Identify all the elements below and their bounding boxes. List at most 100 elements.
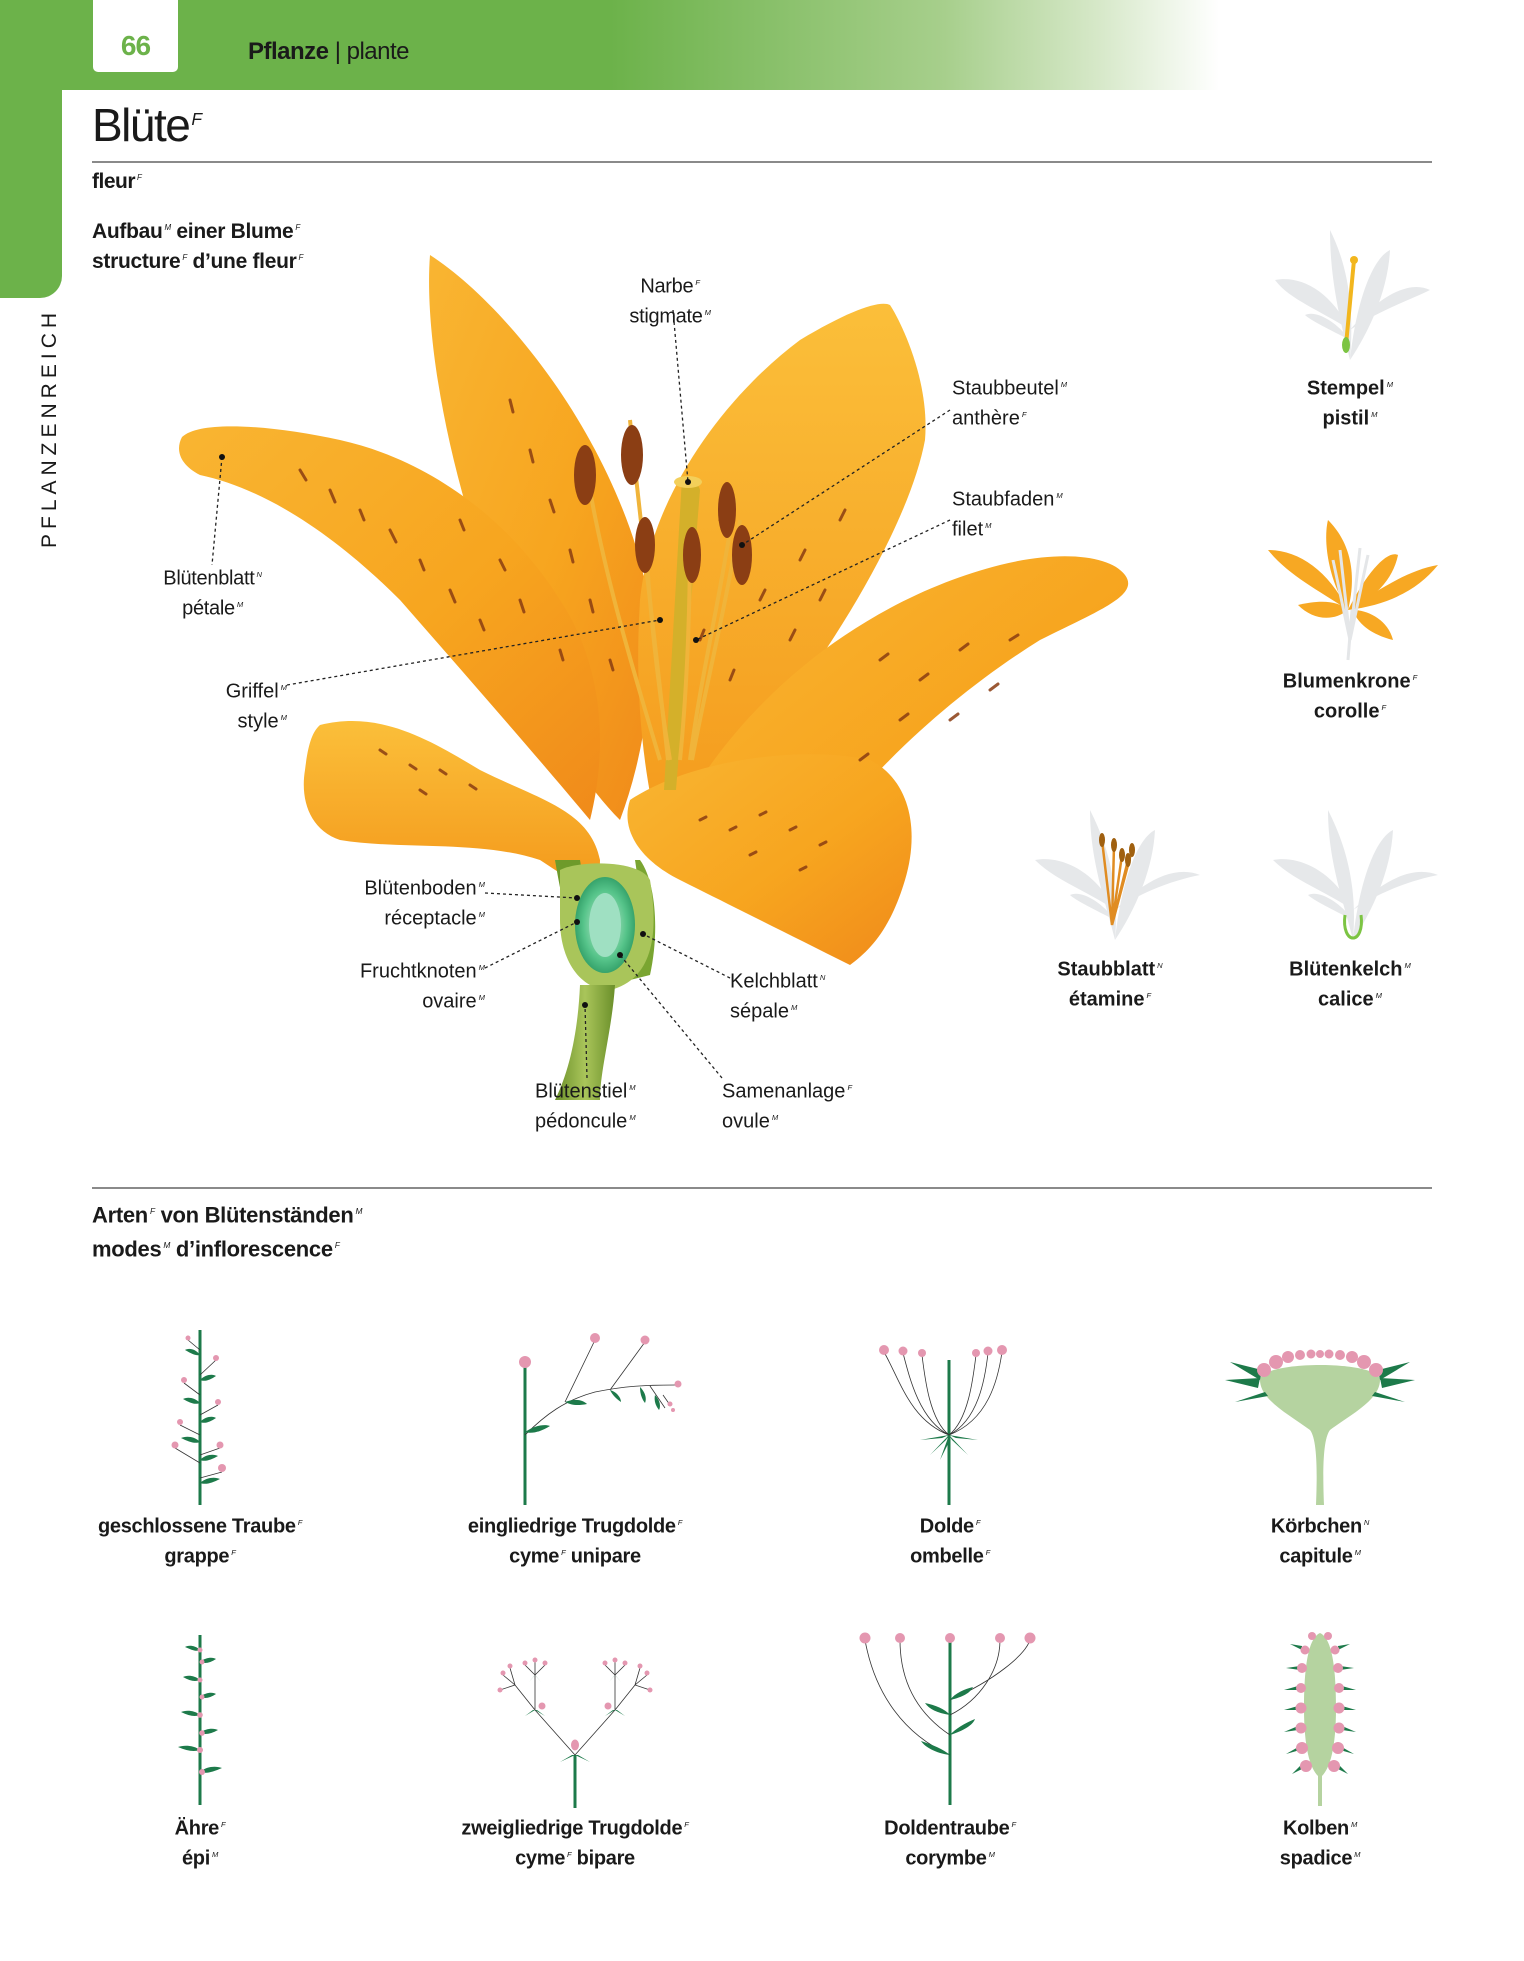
corolla-flower-icon (1268, 520, 1438, 661)
heading-word: d’inflorescence (175, 1236, 333, 1262)
label-fr: cyme (509, 1545, 560, 1568)
gender-marker: M (163, 1240, 171, 1251)
title-text: Blüte (92, 99, 191, 151)
gender-marker: F (1412, 673, 1418, 682)
header-band (0, 0, 1524, 90)
gender-marker: F (677, 1518, 683, 1527)
gender-marker: F (985, 1547, 991, 1557)
label-de: Griffel (225, 680, 279, 703)
gender-marker: F (297, 1518, 303, 1527)
gender-marker: F (1021, 409, 1027, 419)
subtitle-text: fleur (92, 170, 136, 193)
monochasium-diagram (519, 1333, 682, 1505)
gender-marker: F (295, 223, 300, 232)
raceme-diagram (171, 1330, 226, 1505)
gender-marker: F (221, 1820, 226, 1829)
gender-marker: M (1386, 380, 1394, 389)
label-de: Ähre (174, 1817, 220, 1840)
gender-marker: M (355, 1206, 363, 1216)
label-fr: pédoncule (535, 1110, 628, 1133)
gender-marker: N (256, 570, 262, 579)
gender-marker: M (1404, 961, 1411, 970)
gender-marker: M (790, 1002, 798, 1012)
gender-marker: F (847, 1083, 853, 1092)
label-de: Staubblatt (1057, 958, 1156, 981)
label-de: Dolde (919, 1515, 974, 1538)
gender-marker: N (819, 973, 826, 982)
gender-marker: M (211, 1849, 219, 1859)
label-fr-suffix: bipare (576, 1847, 636, 1870)
label-de: Narbe (640, 275, 694, 298)
umbel-diagram (879, 1345, 1007, 1505)
label-fr: pétale (182, 597, 235, 620)
gender-marker: F (149, 1206, 155, 1216)
content-panel (62, 90, 1524, 310)
gender-marker: F (298, 253, 304, 262)
label-fr: capitule (1279, 1545, 1353, 1568)
pistil-flower-icon (1275, 230, 1430, 360)
gender-marker: F (334, 1240, 340, 1251)
heading-word: einer Blume (176, 220, 294, 243)
label-fr: stigmate (629, 305, 703, 328)
gender-marker: M (988, 1849, 995, 1859)
label-fr: ovule (722, 1110, 770, 1133)
label-de: Blütenstiel (535, 1080, 628, 1103)
label-fr: étamine (1068, 988, 1145, 1011)
label-de: eingliedrige Trugdolde (467, 1515, 676, 1538)
gender-marker: N (1363, 1518, 1370, 1527)
gender-marker: M (236, 599, 243, 609)
gender-marker: M (1350, 1820, 1357, 1829)
section-title: Pflanze | plante (248, 38, 410, 66)
section-separator: | (328, 38, 347, 65)
corymb-diagram (859, 1632, 1036, 1805)
capitulum-diagram (1225, 1349, 1415, 1505)
heading-word: modes (92, 1236, 162, 1262)
gender-marker: F (191, 108, 202, 129)
gender-marker: F (561, 1547, 566, 1557)
gender-marker: F (1011, 1820, 1016, 1829)
gender-marker: F (1146, 990, 1152, 1000)
gender-marker: M (985, 520, 992, 530)
label-fr: filet (952, 518, 984, 541)
label-de: Kolben (1282, 1817, 1349, 1840)
page-number-box (93, 0, 178, 72)
label-de: Staubbeutel (952, 377, 1059, 400)
label-fr: réceptacle (384, 907, 477, 930)
label-de: Stempel (1306, 377, 1385, 400)
label-de: geschlossene Traube (97, 1515, 296, 1538)
label-de: Staubfaden (952, 488, 1055, 511)
label-fr: spadice (1279, 1847, 1353, 1870)
label-fr: anthère (952, 407, 1020, 430)
gender-marker: M (704, 307, 711, 317)
label-fr: corolle (1313, 700, 1380, 723)
gender-marker: N (1157, 961, 1163, 970)
gender-marker: F (137, 173, 142, 182)
label-de: Fruchtknoten (359, 960, 477, 983)
gender-marker: F (1381, 702, 1387, 712)
label-de: Samenanlage (722, 1080, 846, 1103)
gender-marker: F (231, 1547, 236, 1557)
label-de: Blütenkelch (1289, 958, 1403, 981)
label-fr: cyme (515, 1847, 566, 1870)
label-fr-suffix: unipare (570, 1545, 641, 1568)
section-de: Pflanze (248, 38, 329, 65)
divider (92, 161, 1432, 163)
gender-marker: M (1354, 1547, 1361, 1557)
chapter-tab (0, 0, 62, 298)
